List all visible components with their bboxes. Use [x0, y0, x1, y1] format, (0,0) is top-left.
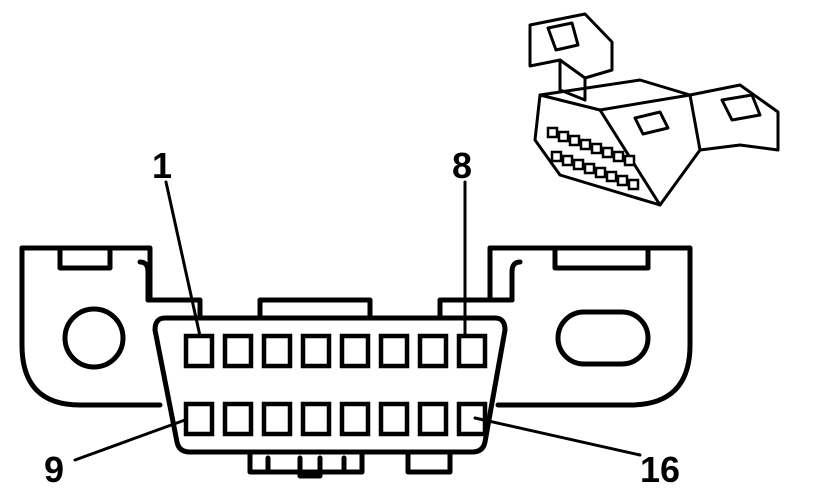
pin-8 — [456, 333, 488, 369]
pin-5 — [339, 333, 371, 369]
mini-pin — [590, 142, 603, 155]
mini-pin — [572, 158, 585, 171]
mini-pin — [557, 130, 570, 143]
pin-9-label: 9 — [44, 449, 64, 490]
mini-pin — [546, 126, 559, 139]
mini-pin — [616, 174, 629, 187]
pin-8-label: 8 — [452, 145, 472, 186]
pin-2 — [222, 333, 254, 369]
mini-pin — [583, 162, 596, 175]
mini-pin — [550, 150, 563, 163]
pin-14 — [378, 401, 410, 437]
connector-front-view: 1 8 9 16 — [19, 145, 693, 490]
mini-pin — [605, 170, 618, 183]
mini-pin — [601, 146, 614, 159]
mini-pin — [579, 138, 592, 151]
pin-9 — [183, 401, 215, 437]
mini-pin — [594, 166, 607, 179]
pin-12 — [300, 401, 332, 437]
leader-line-pin-16 — [473, 416, 642, 457]
pin-row-top — [183, 333, 488, 369]
pin-10 — [222, 401, 254, 437]
mini-pin — [561, 154, 574, 167]
pin-11 — [261, 401, 293, 437]
pin-1 — [183, 333, 215, 369]
mini-pin — [627, 178, 640, 191]
pin-15 — [417, 401, 449, 437]
pin-6 — [378, 333, 410, 369]
right-mount-slot — [555, 309, 651, 367]
mini-pin — [612, 150, 625, 163]
pin-3 — [261, 333, 293, 369]
mini-pin — [568, 134, 581, 147]
left-mount-hole — [62, 306, 126, 370]
pin-13 — [339, 401, 371, 437]
pin-row-bottom — [183, 401, 488, 437]
pin-7 — [417, 333, 449, 369]
connector-perspective-view — [528, 12, 780, 207]
leader-line-pin-9 — [73, 418, 187, 462]
mini-pin — [623, 154, 636, 167]
pin-1-label: 1 — [152, 145, 172, 186]
pin-4 — [300, 333, 332, 369]
leader-line-pin-1 — [164, 180, 202, 338]
pin-16-label: 16 — [640, 449, 680, 490]
